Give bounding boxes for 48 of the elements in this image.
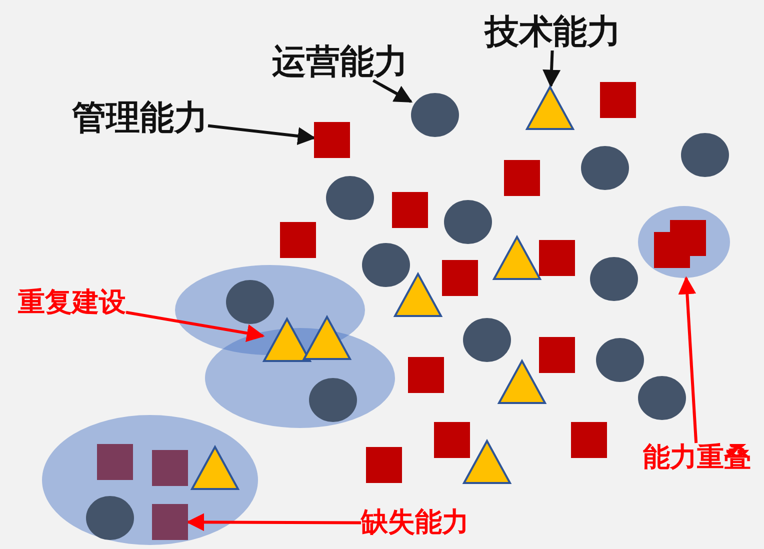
triangle-marker bbox=[191, 446, 239, 490]
square-marker bbox=[408, 357, 444, 393]
square-marker bbox=[504, 160, 540, 196]
triangle-marker bbox=[493, 236, 541, 280]
circle-marker bbox=[638, 376, 686, 420]
square-marker bbox=[434, 422, 470, 458]
triangle-marker bbox=[394, 273, 442, 317]
circle-marker bbox=[309, 378, 357, 422]
square-marker bbox=[280, 222, 316, 258]
circle-marker bbox=[226, 280, 274, 324]
callout-label: 管理能力 bbox=[72, 100, 208, 137]
circle-marker bbox=[444, 200, 492, 244]
arrow bbox=[372, 79, 413, 103]
circle-marker bbox=[86, 496, 134, 540]
arrow bbox=[678, 276, 698, 444]
square-marker bbox=[366, 447, 402, 483]
callout-label: 缺失能力 bbox=[361, 508, 469, 538]
square-marker bbox=[152, 450, 188, 486]
triangle-marker bbox=[526, 86, 574, 130]
callout-label: 重复建设 bbox=[18, 288, 126, 318]
arrow bbox=[208, 124, 316, 145]
circle-marker bbox=[681, 133, 729, 177]
square-marker bbox=[442, 260, 478, 296]
callout-label: 运营能力 bbox=[272, 44, 408, 81]
square-marker bbox=[152, 504, 188, 540]
triangle-marker bbox=[303, 316, 351, 360]
arrow bbox=[126, 310, 265, 342]
circle-marker bbox=[596, 338, 644, 382]
triangle-marker bbox=[498, 360, 546, 404]
circle-marker bbox=[463, 318, 511, 362]
square-marker bbox=[539, 240, 575, 276]
square-marker bbox=[539, 337, 575, 373]
square-marker bbox=[314, 122, 350, 158]
arrow bbox=[542, 50, 561, 88]
triangle-marker bbox=[263, 318, 311, 362]
callout-label: 能力重叠 bbox=[643, 443, 751, 473]
square-marker bbox=[392, 192, 428, 228]
circle-marker bbox=[411, 93, 459, 137]
triangle-marker bbox=[463, 440, 511, 484]
circle-marker bbox=[362, 243, 410, 287]
circle-marker bbox=[581, 146, 629, 190]
circle-marker bbox=[326, 176, 374, 220]
circle-marker bbox=[590, 257, 638, 301]
square-marker bbox=[571, 422, 607, 458]
square-marker bbox=[97, 444, 133, 480]
arrow bbox=[186, 513, 361, 532]
square-marker bbox=[600, 82, 636, 118]
callout-label: 技术能力 bbox=[485, 14, 621, 51]
